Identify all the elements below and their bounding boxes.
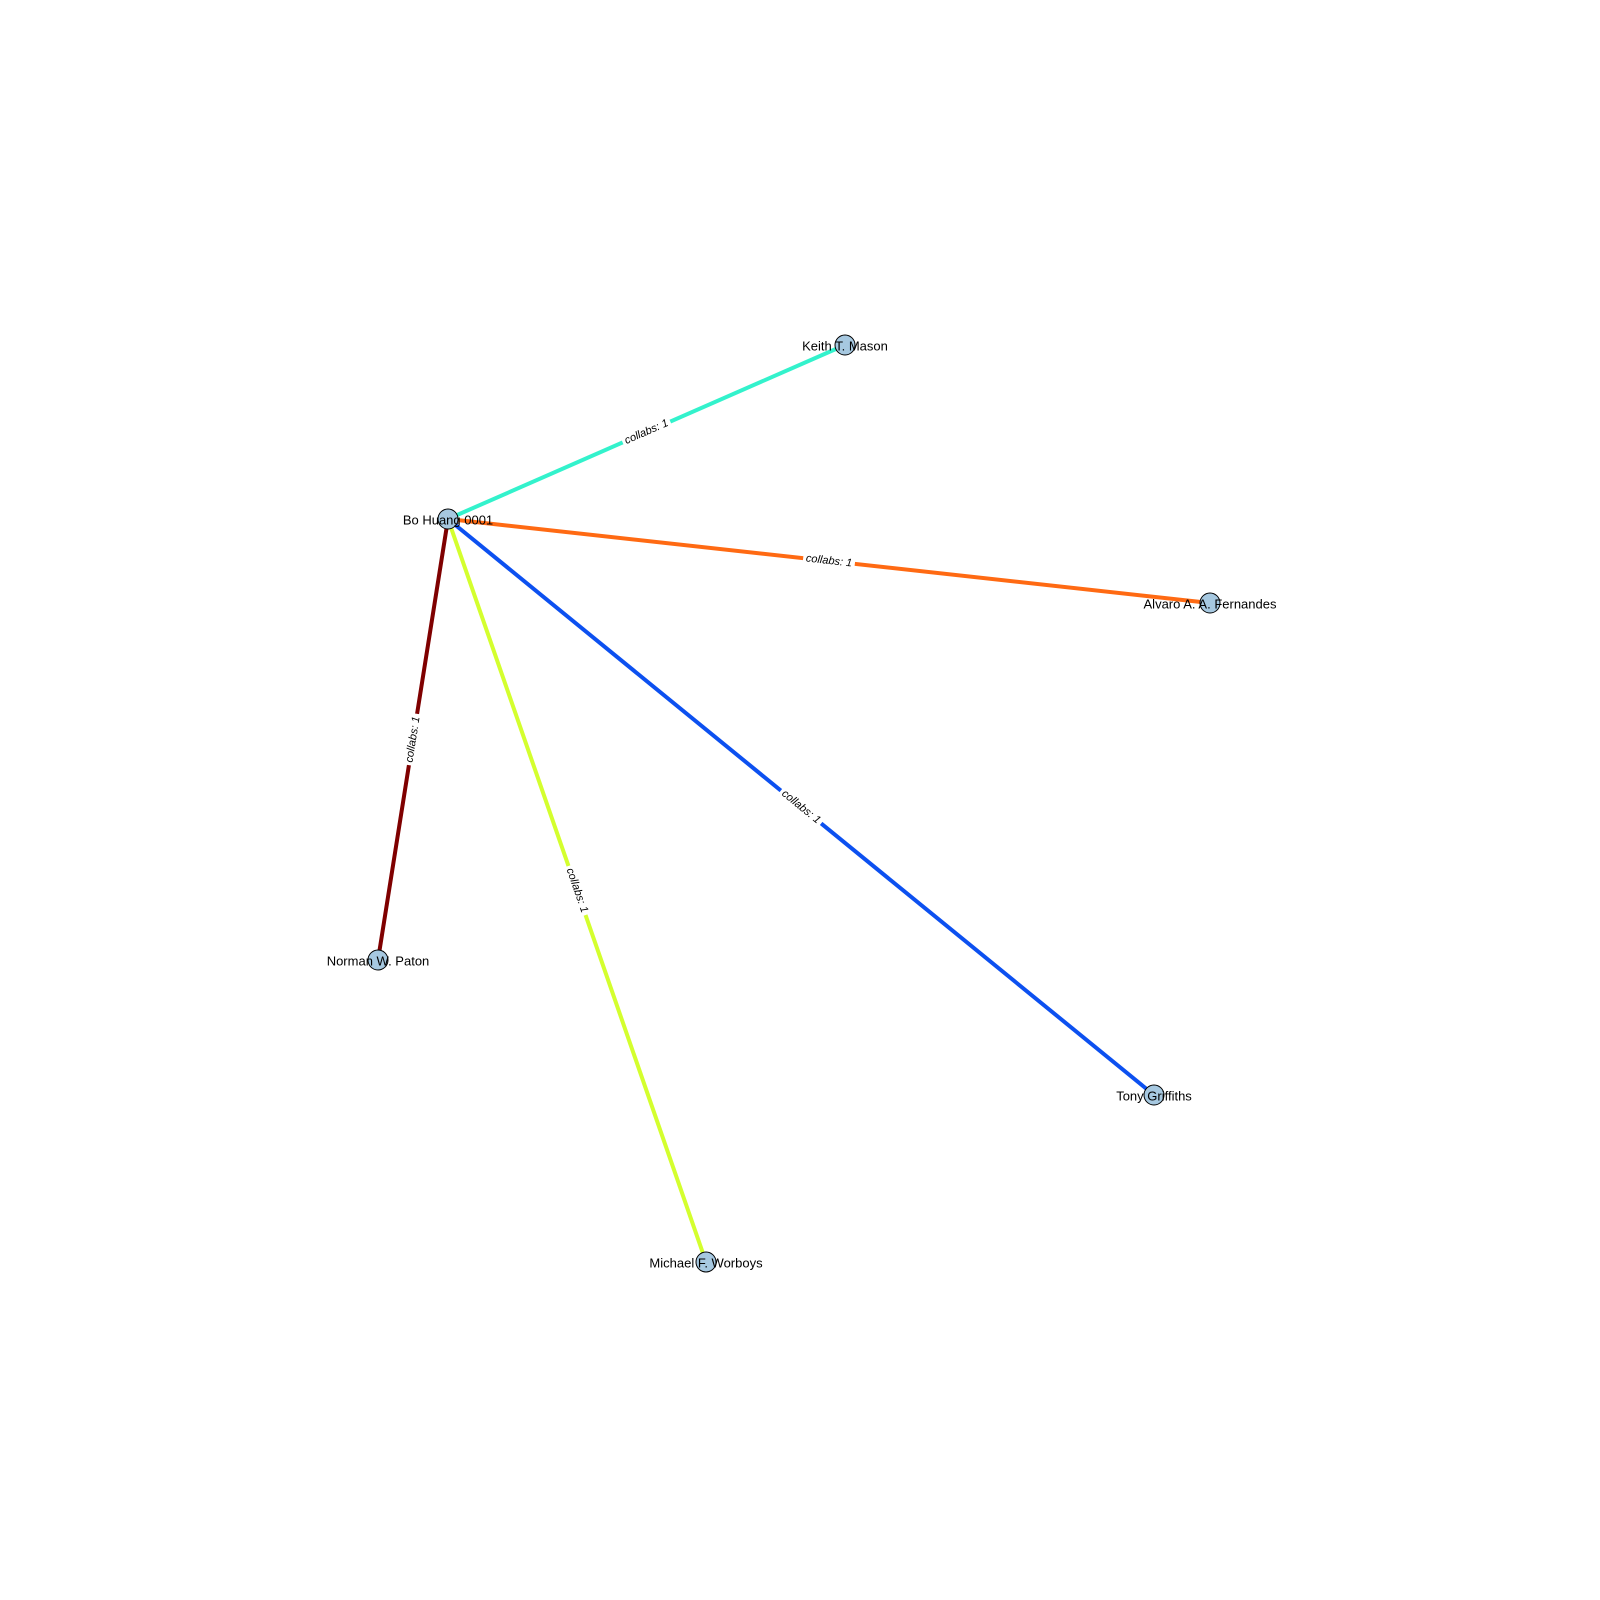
node-label-michael: Michael F. Worboys	[649, 1256, 763, 1271]
node-michael	[695, 1251, 717, 1273]
edge-label-tony: collabs: 1	[779, 788, 823, 827]
node-bo	[437, 508, 459, 530]
edge-label-group-tony: collabs: 1	[776, 784, 827, 829]
edge-label-group-michael: collabs: 1	[561, 863, 594, 918]
edge-label-group-alvaro: collabs: 1	[802, 550, 856, 571]
edge-label-background	[401, 712, 424, 767]
node-label-norman: Norman W. Paton	[327, 954, 430, 969]
nodes-layer	[367, 334, 1221, 1273]
edge-label-group-norman: collabs: 1	[401, 712, 424, 767]
edge-label-background	[561, 863, 594, 918]
edge-label-group-keith: collabs: 1	[619, 414, 674, 449]
node-label-alvaro: Alvaro A. A. Fernandes	[1144, 597, 1277, 612]
node-keith	[834, 334, 856, 356]
node-label-bo: Bo Huang 0001	[403, 513, 493, 528]
edge-label-michael: collabs: 1	[564, 867, 591, 915]
edge-label-background	[802, 550, 856, 571]
node-label-keith: Keith T. Mason	[802, 339, 888, 354]
node-alvaro	[1199, 592, 1221, 614]
edge-label-background	[776, 784, 827, 829]
node-label-tony: Tony Griffiths	[1116, 1089, 1192, 1104]
node-tony	[1143, 1084, 1165, 1106]
edge-label-alvaro: collabs: 1	[805, 552, 853, 569]
node-norman	[367, 949, 389, 971]
edge-label-background	[619, 414, 674, 449]
